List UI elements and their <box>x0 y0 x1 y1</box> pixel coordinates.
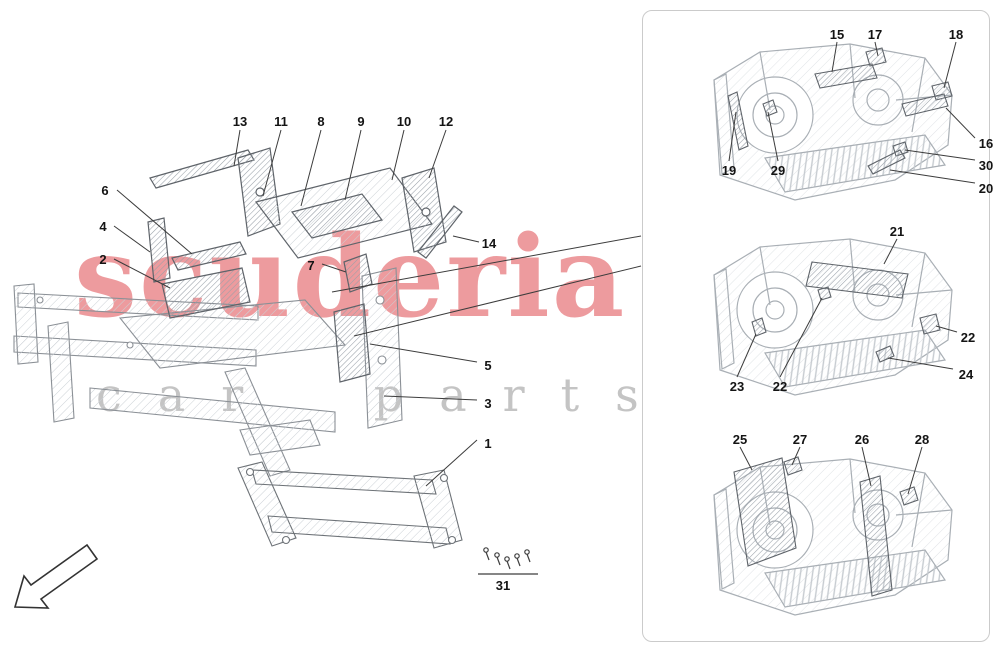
detail-highlights-top <box>727 47 953 175</box>
callout-29: 29 <box>770 163 786 178</box>
direction-arrow-icon <box>13 543 99 609</box>
callout-10: 10 <box>396 114 412 129</box>
highlighted-parts <box>147 147 463 383</box>
part-25 <box>733 457 797 567</box>
detail-highlights-bottom <box>733 456 919 597</box>
part-21 <box>805 261 909 299</box>
callout-8: 8 <box>317 114 325 129</box>
callout-11: 11 <box>274 114 288 129</box>
callout-28: 28 <box>914 432 930 447</box>
part-19 <box>727 91 749 151</box>
part-2 <box>161 267 251 319</box>
callout-14: 14 <box>481 236 497 251</box>
callout-9: 9 <box>357 114 365 129</box>
callout-30: 30 <box>978 158 994 173</box>
callout-24: 24 <box>958 367 974 382</box>
leader-lines <box>113 41 976 495</box>
part-24 <box>875 345 895 363</box>
callout-31: 31 <box>495 578 511 593</box>
callout-21: 21 <box>889 224 905 239</box>
callout-5: 5 <box>484 358 492 373</box>
callout-22-right: 22 <box>960 330 976 345</box>
part-22-mid <box>817 286 832 301</box>
callout-7: 7 <box>307 258 315 273</box>
callout-16: 16 <box>978 136 994 151</box>
part-6 <box>171 241 247 271</box>
part-16 <box>901 93 949 117</box>
detail-highlights-middle <box>751 261 941 363</box>
callout-22-mid: 22 <box>772 379 788 394</box>
callout-26: 26 <box>854 432 870 447</box>
callout-20: 20 <box>978 181 994 196</box>
part-20 <box>867 149 906 175</box>
fasteners-31 <box>478 547 538 575</box>
callout-1: 1 <box>484 436 492 451</box>
part-1-subframe <box>237 461 463 549</box>
part-29 <box>762 99 778 117</box>
part-27 <box>783 456 803 476</box>
part-4 <box>147 217 171 283</box>
callout-23: 23 <box>729 379 745 394</box>
part-14 <box>417 205 463 259</box>
part-17 <box>865 47 887 67</box>
part-23 <box>751 317 767 337</box>
callout-25: 25 <box>732 432 748 447</box>
callout-15: 15 <box>829 27 845 42</box>
callout-18: 18 <box>948 27 964 42</box>
callout-2: 2 <box>99 252 107 267</box>
callout-12: 12 <box>438 114 454 129</box>
callout-27: 27 <box>792 432 808 447</box>
part-13 <box>149 149 255 189</box>
callout-19: 19 <box>721 163 737 178</box>
detail-view-middle <box>713 238 953 396</box>
callout-3: 3 <box>484 396 492 411</box>
part-9 <box>290 193 384 239</box>
part-22-right <box>919 313 941 335</box>
callout-6: 6 <box>101 183 109 198</box>
part-7 <box>343 253 373 293</box>
callout-4: 4 <box>99 219 107 234</box>
part-5 <box>333 303 371 383</box>
callout-13: 13 <box>232 114 248 129</box>
part-15 <box>814 63 878 89</box>
callout-17: 17 <box>867 27 883 42</box>
part-26 <box>859 475 893 597</box>
